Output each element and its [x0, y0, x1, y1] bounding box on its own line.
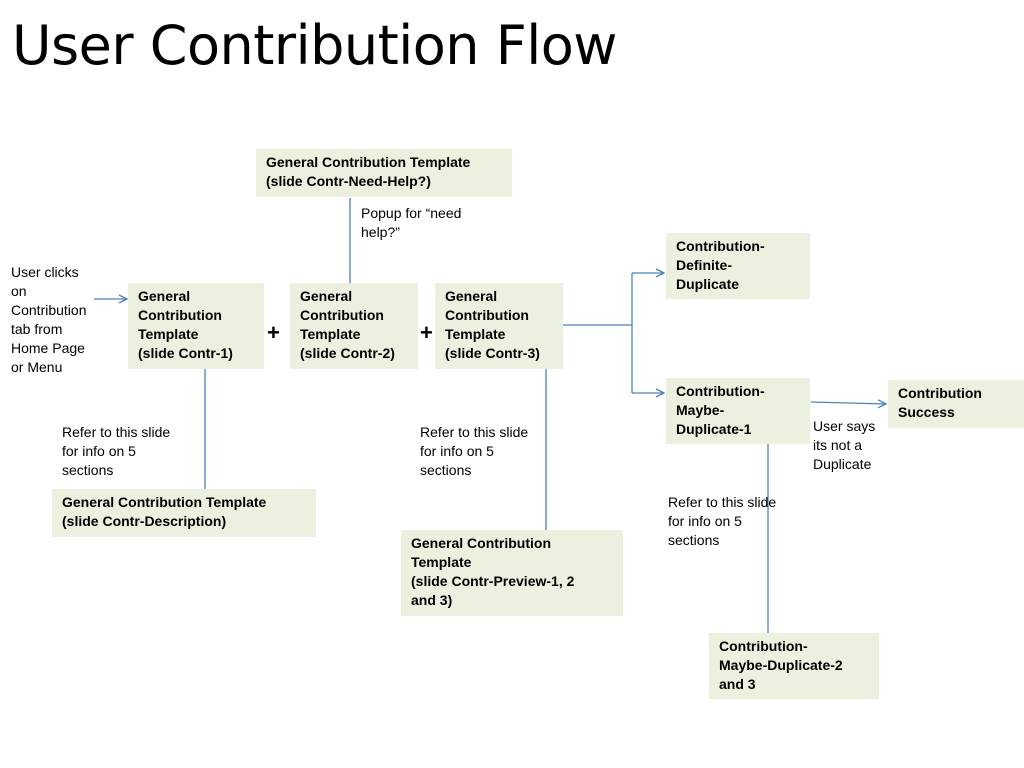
box-definite-duplicate: Contribution- Definite- Duplicate: [666, 233, 810, 299]
plus-sign-2: +: [420, 320, 433, 345]
box-preview: General Contribution Template (slide Con…: [401, 530, 623, 616]
note-refer-right: Refer to this slide for info on 5 sectio…: [668, 494, 777, 548]
page-title: User Contribution Flow: [12, 14, 617, 77]
box-description: General Contribution Template (slide Con…: [52, 489, 316, 537]
note-popup-need-help: Popup for “need help?”: [361, 205, 462, 240]
note-user-says: User says its not a Duplicate: [813, 418, 876, 472]
box-contr-1: General Contribution Template (slide Con…: [128, 283, 264, 369]
box-need-help: General Contribution Template (slide Con…: [256, 149, 512, 197]
note-user-clicks: User clicks on Contribution tab from Hom…: [11, 264, 87, 375]
note-refer-middle: Refer to this slide for info on 5 sectio…: [420, 424, 529, 478]
box-contr-3: General Contribution Template (slide Con…: [435, 283, 563, 369]
box-contr-2: General Contribution Template (slide Con…: [290, 283, 418, 369]
note-refer-left: Refer to this slide for info on 5 sectio…: [62, 424, 171, 478]
box-maybe-duplicate-1: Contribution- Maybe- Duplicate-1: [666, 378, 810, 444]
box-maybe-duplicate-2-3: Contribution- Maybe-Duplicate-2 and 3: [709, 633, 879, 699]
arrow-maybe-to-success: [810, 402, 886, 404]
box-success: Contribution Success: [888, 380, 1024, 428]
plus-sign-1: +: [267, 320, 280, 345]
